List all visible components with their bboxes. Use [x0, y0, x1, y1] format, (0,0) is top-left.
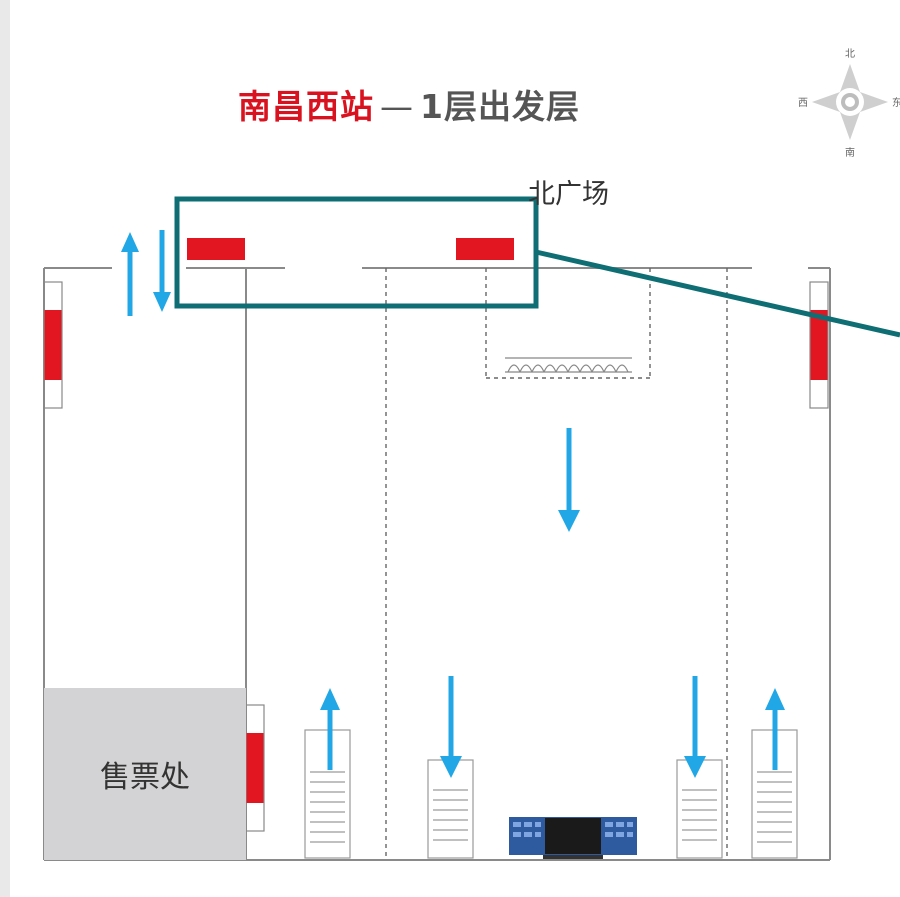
compass-south: 南 [845, 146, 855, 159]
north-entrance-left [187, 238, 245, 260]
up-arrow-icon [765, 688, 785, 770]
compass-north: 北 [845, 48, 855, 60]
info-screen-icon [509, 817, 637, 859]
escalator-icon [304, 729, 798, 859]
north-entrance-right [456, 238, 514, 260]
compass-icon: 北 南 东 西 [798, 48, 900, 159]
station-name: 南昌西站 [238, 87, 374, 126]
down-arrow-icon [440, 676, 462, 778]
building-walls [43, 267, 831, 861]
floor-name: 1层出发层 [420, 87, 580, 126]
page-title: 南昌西站—1层出发层 [238, 80, 580, 128]
ticket-office: 售票处 [44, 688, 246, 860]
title-dash: — [380, 87, 414, 126]
down-arrow-icon [558, 428, 580, 532]
compass-east: 东 [892, 96, 900, 109]
up-arrow-icon [121, 232, 139, 316]
east-entrance [810, 310, 828, 380]
down-arrow-icon [684, 676, 706, 778]
ticket-office-entrance [246, 733, 264, 803]
flow-arrows [121, 230, 785, 778]
west-entrance [44, 310, 62, 380]
compass-west: 西 [798, 98, 808, 109]
north-plaza-label: 北广场 [528, 179, 609, 210]
highlight-callout [174, 196, 900, 338]
dashed-partitions [385, 268, 728, 860]
security-gate-icon [505, 357, 632, 373]
up-arrow-icon [320, 688, 340, 770]
ticket-office-label: 售票处 [100, 760, 190, 795]
down-arrow-icon [153, 230, 171, 312]
entrance-markers [44, 238, 828, 803]
